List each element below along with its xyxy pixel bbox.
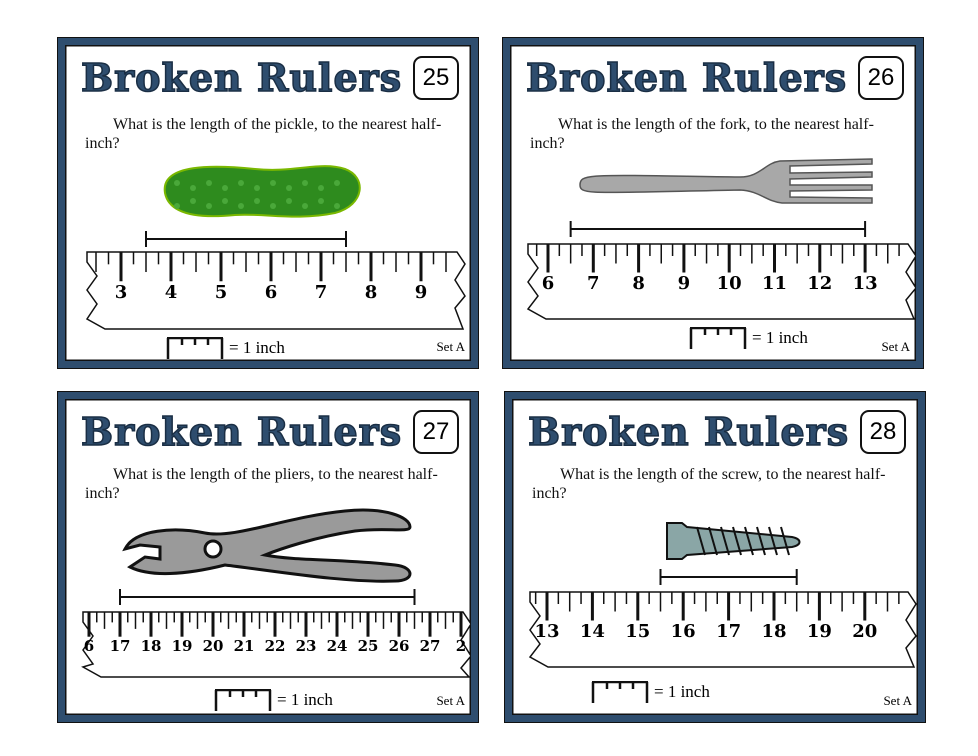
ruler-number-label: 7 <box>315 282 328 303</box>
measurement-bracket <box>569 221 867 237</box>
pliers-image <box>122 508 412 583</box>
inch-scale-icon <box>689 327 747 349</box>
ruler-number-label: 26 <box>389 637 410 655</box>
measurement-bracket <box>145 231 347 247</box>
ruler-number-label: 4 <box>165 282 178 303</box>
ruler-number-label: 27 <box>420 637 441 655</box>
ruler-number-label: 20 <box>203 637 224 655</box>
measurement-bracket <box>659 569 798 585</box>
ruler-number-label: 7 <box>587 273 600 294</box>
set-label: Set A <box>881 339 910 354</box>
task-card-26: Broken Rulers 26 What is the length of t… <box>502 37 924 369</box>
ruler-number-label: 17 <box>110 637 131 655</box>
ruler-number-label: 14 <box>580 621 605 642</box>
inch-legend: = 1 inch <box>688 327 808 349</box>
screw-image <box>666 522 801 560</box>
ruler-number-label: 16 <box>671 621 696 642</box>
ruler-illustration: 6 7 8 9 10 11 12 13 <box>526 158 916 320</box>
card-title: Broken Rulers <box>80 54 403 101</box>
inch-scale-icon <box>166 337 224 359</box>
card-title: Broken Rulers <box>527 408 850 455</box>
ruler-number-label: 24 <box>327 637 348 655</box>
card-number-badge: 26 <box>858 56 904 100</box>
question-text: What is the length of the fork, to the n… <box>530 116 874 152</box>
ruler-number-label: 8 <box>632 273 645 294</box>
card-number-badge: 25 <box>413 56 459 100</box>
task-card-28: Broken Rulers 28 What is the length of t… <box>504 391 926 723</box>
ruler-number-label: 12 <box>807 273 832 294</box>
ruler-number-label: 19 <box>172 637 193 655</box>
question-text: What is the length of the pickle, to the… <box>85 116 442 152</box>
ruler-number-label: 13 <box>853 273 878 294</box>
ruler-number-label: 2 <box>456 637 466 655</box>
ruler-number-label: 18 <box>141 637 162 655</box>
ruler-number-label: 9 <box>678 273 691 294</box>
ruler-number-label: 8 <box>365 282 378 303</box>
ruler-number-label: 23 <box>296 637 317 655</box>
legend-label: = 1 inch <box>277 690 333 709</box>
ruler-number-label: 5 <box>215 282 228 303</box>
set-label: Set A <box>436 693 465 708</box>
pickle-image <box>163 165 361 218</box>
measurement-bracket <box>119 589 416 605</box>
inch-scale-icon <box>214 689 272 711</box>
ruler-number-label: 6 <box>84 637 94 655</box>
card-number-badge: 28 <box>860 410 906 454</box>
card-number-badge: 27 <box>413 410 459 454</box>
set-label: Set A <box>436 339 465 354</box>
ruler-number-label: 10 <box>717 273 742 294</box>
inch-scale-icon <box>591 681 649 703</box>
ruler-number-label: 13 <box>534 621 559 642</box>
fork-image <box>579 158 873 204</box>
question-text: What is the length of the screw, to the … <box>532 466 886 502</box>
ruler-number-label: 11 <box>762 273 787 294</box>
task-card-27: Broken Rulers 27 What is the length of t… <box>57 391 479 723</box>
ruler-illustration: 3 4 5 6 7 8 9 <box>85 165 466 330</box>
question-text: What is the length of the pliers, to the… <box>85 466 438 502</box>
ruler-number-label: 19 <box>807 621 832 642</box>
ruler-body <box>81 611 471 678</box>
ruler-number-label: 6 <box>542 273 555 294</box>
inch-legend: = 1 inch <box>590 681 710 703</box>
legend-label: = 1 inch <box>654 682 710 701</box>
ruler-number-label: 22 <box>265 637 286 655</box>
ruler-number-label: 3 <box>115 282 128 303</box>
legend-label: = 1 inch <box>229 338 285 357</box>
ruler-number-label: 20 <box>852 621 877 642</box>
ruler-illustration: 13 14 15 16 17 18 19 20 <box>528 522 917 668</box>
card-title: Broken Rulers <box>80 408 403 455</box>
ruler-number-label: 15 <box>625 621 650 642</box>
ruler-number-label: 18 <box>761 621 786 642</box>
ruler-number-label: 6 <box>265 282 278 303</box>
ruler-illustration: 6 17 18 19 20 21 22 23 24 25 26 27 2 <box>81 508 471 678</box>
ruler-number-label: 25 <box>358 637 379 655</box>
inch-legend: = 1 inch <box>165 337 285 359</box>
ruler-number-label: 21 <box>234 637 255 655</box>
inch-legend: = 1 inch <box>213 689 333 711</box>
legend-label: = 1 inch <box>752 328 808 347</box>
card-title: Broken Rulers <box>525 54 848 101</box>
task-card-25: Broken Rulers 25 What is the length of t… <box>57 37 479 369</box>
ruler-number-label: 9 <box>415 282 428 303</box>
ruler-number-label: 17 <box>716 621 741 642</box>
set-label: Set A <box>883 693 912 708</box>
